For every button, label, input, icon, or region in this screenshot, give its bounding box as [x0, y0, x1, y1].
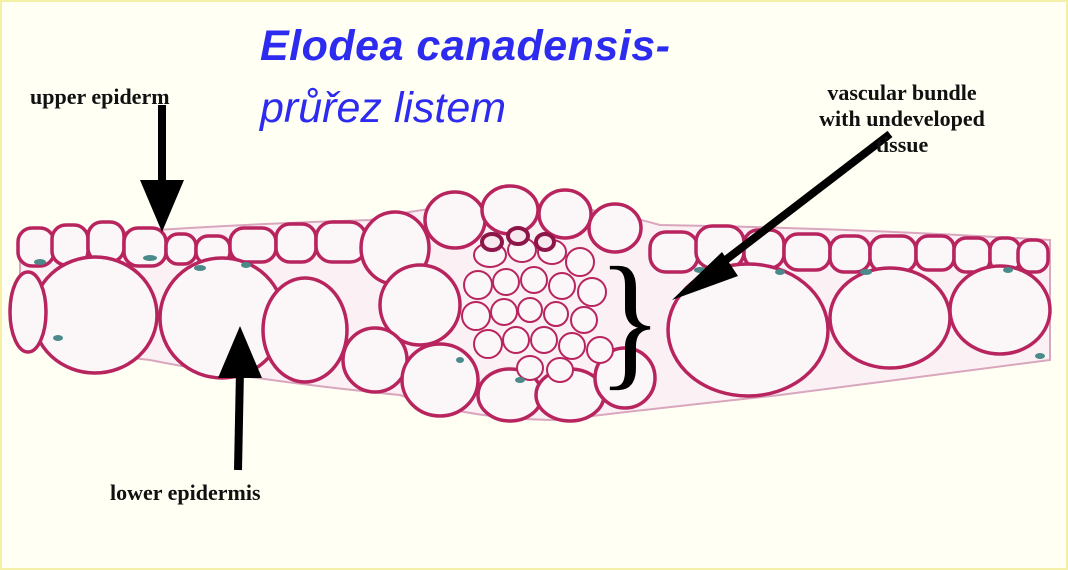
cell — [916, 236, 954, 270]
cell — [830, 236, 870, 272]
label-upper-epidermis: upper epiderm — [30, 84, 256, 110]
cell — [166, 234, 196, 264]
bundle-brace: } — [598, 237, 663, 403]
cell — [124, 228, 166, 266]
large-cell — [950, 266, 1050, 354]
large-cell — [830, 268, 950, 368]
large-cell — [33, 257, 157, 373]
large-cell — [10, 272, 46, 352]
label-lower-epidermis: lower epidermis — [110, 480, 261, 506]
label-vascular-line-3: tissue — [752, 132, 1052, 158]
label-vascular-line-1: vascular bundle — [752, 80, 1052, 106]
cell — [1018, 240, 1048, 272]
cell — [425, 192, 485, 248]
cell — [316, 222, 366, 262]
cell — [402, 344, 478, 416]
upper-epidermis-arrow — [140, 105, 184, 232]
label-vascular-line-2: with undeveloped — [752, 106, 1052, 132]
title-line-1: Elodea canadensis- — [260, 22, 671, 71]
cell — [784, 234, 830, 270]
cell — [482, 186, 538, 234]
cell — [230, 228, 276, 262]
cell — [276, 224, 316, 262]
large-cell — [263, 278, 347, 382]
title-line-2: průřez listem — [260, 84, 506, 133]
cell — [539, 190, 591, 238]
label-vascular-bundle: vascular bundle with undeveloped tissue — [752, 80, 1052, 158]
cell — [343, 328, 407, 392]
